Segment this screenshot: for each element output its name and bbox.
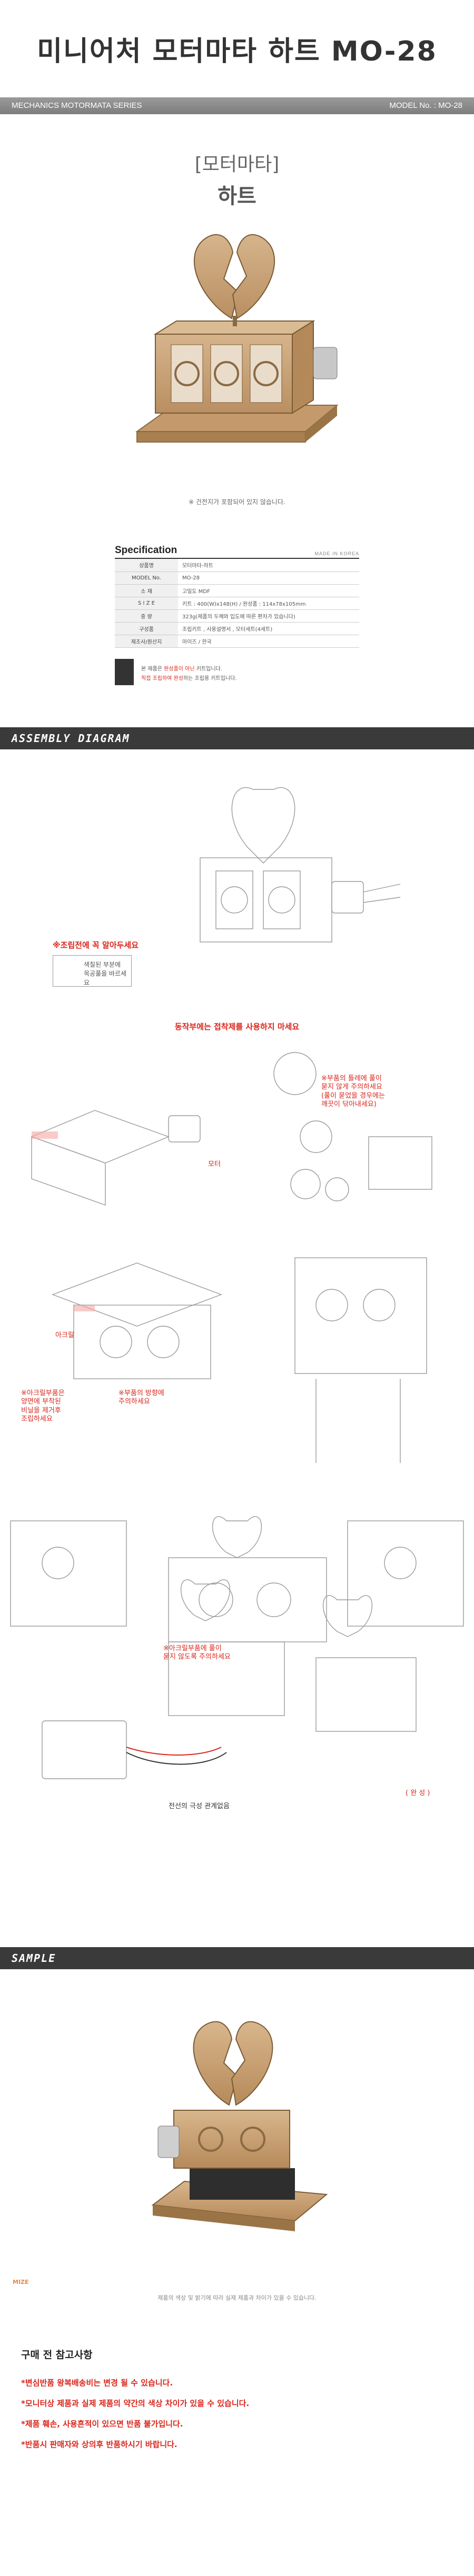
note-item: *모니터상 제품과 실제 제품의 약간의 색상 차이가 있을 수 있습니다. [21,2399,250,2408]
maker-logo: MIZE [13,2279,29,2286]
finished-label: ( 완 성 ) [406,1789,430,1797]
gear-glue-warning: ※부품의 틀레에 풀이 묻지 않게 주의하세요 (풀이 묻었을 경우에는 깨끗이… [321,1075,385,1108]
battery-note: ※ 건전지가 포함되어 있지 않습니다. [189,498,285,506]
wire-polarity-note: 전선의 극성 관계없음 [169,1802,230,1810]
kit-warning: 본 제품은 완성품이 아닌 키트입니다. 직접 조립하여 완성하는 조립용 키트… [115,659,359,685]
note-item: *제품 훼손, 사용흔적이 있으면 반품 불가입니다. [21,2419,183,2429]
spec-heading: Specification [115,545,177,556]
acrylic-glue-note: ※아크릴부품에 풀이 묻지 않도록 주의하세요 [163,1645,231,1661]
assembly-diagram [10,787,464,1779]
acrylic-note: ※아크릴부품은 양면에 부착된 비닐을 제거후 조립하세요 [21,1389,65,1423]
pre-notice-box: 색칠된 부분에 목공풀을 바르세요 [53,955,132,987]
color-disclaimer: 제품의 색상 및 밝기에 따라 실제 제품과 차이가 있을 수 있습니다. [157,2294,317,2301]
page-title: 미니어처 모터마타 하트 MO-28 [37,36,437,67]
spec-watermark: MADE IN KOREA [314,551,359,556]
category-title: [모터마타] [194,154,280,175]
note-item: *변심반품 왕복배송비는 변경 될 수 있습니다. [21,2378,173,2388]
warning-icon [115,659,134,685]
product-photo [135,234,339,443]
section-assembly-header: ASSEMBLY DIAGRAM [0,727,474,749]
spec-row: MODEL No.MO-28 [115,572,359,585]
direction-note: ※부품의 방향에 주의하세요 [118,1389,164,1406]
series-bar: MECHANICS MOTORMATA SERIES MODEL No. : M… [0,97,474,114]
model-number: MODEL No. : MO-28 [389,101,462,110]
purchase-notes: 구매 전 참고사항 *변심반품 왕복배송비는 변경 될 수 있습니다. *모니터… [21,2347,453,2459]
pre-notice-body: 색칠된 부분에 목공풀을 바르세요 [84,961,127,986]
sample-photo [151,2021,328,2231]
label-motor: 모터 [208,1160,221,1168]
series-name: MECHANICS MOTORMATA SERIES [12,101,142,110]
pre-notice-title: ※조립전에 꼭 알아두세요 [53,940,139,950]
note-item: *반품시 판매자와 상의후 반품하시기 바랍니다. [21,2440,177,2449]
product-name: 하트 [218,184,256,208]
section-sample-header: SAMPLE [0,1947,474,1969]
label-acrylic: 아크릴 [55,1331,74,1339]
moving-parts-warning: 동작부에는 접착제를 사용하지 마세요 [174,1022,300,1031]
notes-title: 구매 전 참고사항 [21,2349,93,2361]
